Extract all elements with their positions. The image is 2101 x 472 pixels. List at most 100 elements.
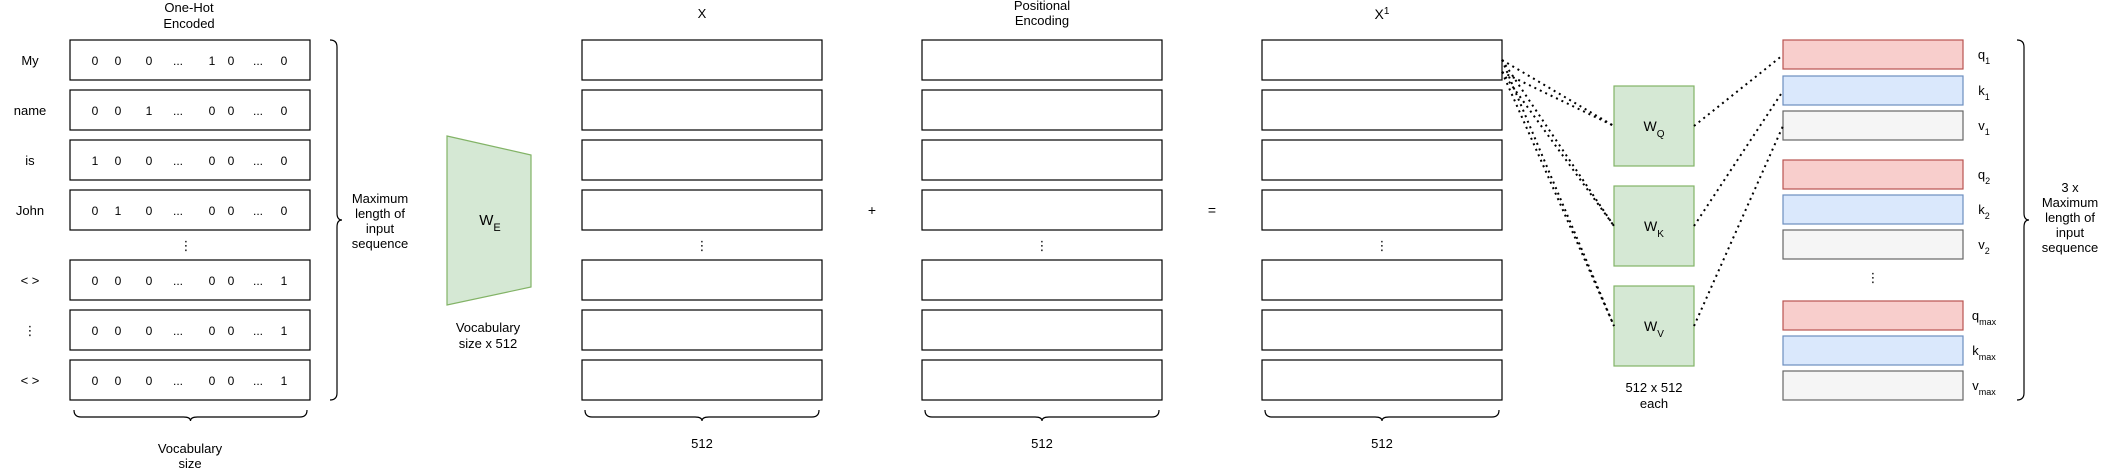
onehot-row-box	[69, 189, 311, 231]
onehot-cell: ...	[173, 374, 183, 388]
qkv-vdots: ⋮	[1867, 270, 1880, 285]
max-length-label-line: input	[366, 221, 395, 236]
onehot-row-box	[69, 359, 311, 401]
x1-block-row-box	[1261, 89, 1503, 131]
onehot-cell: 0	[115, 104, 122, 118]
qkv-vector-label: k2	[1978, 202, 1990, 221]
onehot-cell: 0	[92, 324, 99, 338]
pe-block-vdots: ⋮	[1036, 238, 1049, 253]
onehot-title-line2: Encoded	[163, 16, 214, 31]
x-block-brace	[584, 409, 820, 422]
onehot-cell: 0	[209, 154, 216, 168]
pe-block-size-label: 512	[1031, 436, 1053, 451]
onehot-cell: 0	[228, 204, 235, 218]
x1-block-size-label: 512	[1371, 436, 1393, 451]
equals-operator: =	[1208, 202, 1216, 218]
qkv-length-label-line: length of	[2045, 210, 2095, 225]
x-block-vdots: ⋮	[696, 238, 709, 253]
onehot-cell: 0	[209, 324, 216, 338]
pe-block-row-box	[921, 259, 1163, 301]
onehot-row-word: John	[16, 203, 44, 218]
pe-block-row-box	[921, 359, 1163, 401]
onehot-cell: 0	[146, 154, 153, 168]
weight-matrix-box	[1613, 85, 1695, 167]
onehot-cell: ...	[253, 104, 263, 118]
onehot-title-line1: One-Hot	[164, 0, 214, 15]
wk-to-k1-line	[1693, 90, 1784, 227]
onehot-row-word: name	[14, 103, 47, 118]
onehot-cell: 0	[228, 154, 235, 168]
onehot-row-box	[69, 309, 311, 351]
embedding-caption-line2: size x 512	[459, 336, 518, 351]
qkv-vector-box	[1782, 75, 1964, 106]
qkv-vector-label: q2	[1978, 167, 1990, 186]
max-length-label-line: sequence	[352, 236, 408, 251]
onehot-cell: ...	[253, 324, 263, 338]
weight-matrix-label: WV	[1644, 318, 1664, 340]
qkv-length-label-line: sequence	[2042, 240, 2098, 255]
qkv-vector-label: v1	[1978, 118, 1990, 137]
qkv-vector-label: vmax	[1972, 378, 1996, 397]
qkv-length-label-line: input	[2056, 225, 2085, 240]
onehot-cell: 0	[209, 274, 216, 288]
x1-block-row-box	[1261, 259, 1503, 301]
qkv-length-label-line: Maximum	[2042, 195, 2098, 210]
x1-to-weight-line	[1501, 71, 1615, 127]
onehot-cell: ...	[253, 54, 263, 68]
onehot-cell: 0	[92, 274, 99, 288]
onehot-cell: 1	[209, 54, 216, 68]
x1-block-row-box	[1261, 189, 1503, 231]
qkv-vector-box	[1782, 300, 1964, 331]
weights-caption-line1: 512 x 512	[1625, 380, 1682, 395]
max-length-label-line: Maximum	[352, 191, 408, 206]
onehot-cell: ...	[173, 324, 183, 338]
x1-block-title: X1	[1375, 6, 1390, 23]
onehot-row-word: < >	[21, 273, 40, 288]
qkv-vector-label: v2	[1978, 237, 1990, 256]
onehot-cell: 0	[146, 54, 153, 68]
onehot-cell: 0	[115, 154, 122, 168]
onehot-row-box	[69, 259, 311, 301]
x1-to-weight-line	[1501, 71, 1615, 327]
qkv-vector-box	[1782, 39, 1964, 70]
vocab-size-label-line1: Vocabulary	[158, 441, 223, 456]
x-block-row-box	[581, 139, 823, 181]
weights-caption-line2: each	[1640, 396, 1668, 411]
qkv-vector-box	[1782, 229, 1964, 260]
pe-block-row-box	[921, 139, 1163, 181]
x-block-row-box	[581, 359, 823, 401]
onehot-cell: 0	[146, 274, 153, 288]
onehot-cell: 0	[92, 204, 99, 218]
weight-matrix-box	[1613, 285, 1695, 367]
onehot-cell: ...	[173, 274, 183, 288]
x1-block-row-box	[1261, 359, 1503, 401]
onehot-cell: ...	[173, 204, 183, 218]
embedding-caption-line1: Vocabulary	[456, 320, 521, 335]
x-block-size-label: 512	[691, 436, 713, 451]
onehot-row-word: < >	[21, 373, 40, 388]
onehot-vdots: ⋮	[180, 238, 193, 253]
x1-to-weight-line	[1501, 59, 1615, 227]
onehot-cell: 0	[228, 54, 235, 68]
embedding-matrix-shape	[446, 135, 532, 306]
onehot-cell: 0	[209, 374, 216, 388]
vocab-size-label-line2: size	[178, 456, 201, 471]
onehot-cell: 0	[146, 204, 153, 218]
x-block-row-box	[581, 89, 823, 131]
wv-to-v1-line	[1693, 125, 1784, 327]
onehot-cell: 0	[92, 374, 99, 388]
pe-block-row-box	[921, 39, 1163, 81]
onehot-cell: ...	[173, 54, 183, 68]
x-block-title: X	[698, 6, 707, 21]
onehot-row-box	[69, 89, 311, 131]
plus-operator: +	[868, 202, 876, 218]
x1-to-weight-line	[1501, 59, 1615, 127]
qkv-vector-label: k1	[1978, 83, 1990, 102]
x-block-row-box	[581, 189, 823, 231]
onehot-cell: 0	[146, 324, 153, 338]
onehot-row-word: My	[21, 53, 39, 68]
qkv-vector-label: kmax	[1972, 343, 1996, 362]
onehot-cell: 0	[281, 54, 288, 68]
onehot-cell: 1	[146, 104, 153, 118]
